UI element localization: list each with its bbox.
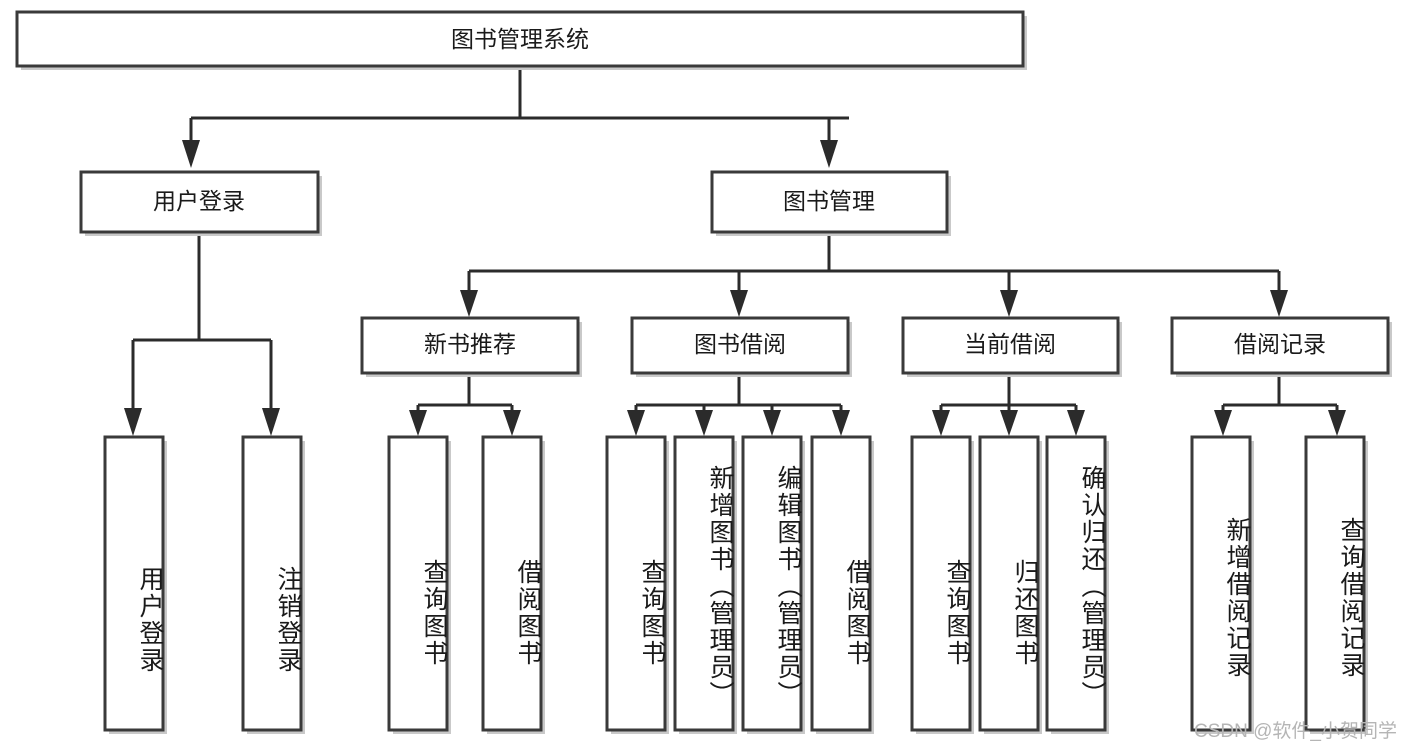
- node-new-book-recommend[interactable]: 新书推荐: [360, 316, 582, 377]
- node-leaf-add-book[interactable]: [673, 435, 737, 734]
- connector-bookborrow-to-leaves: [627, 373, 850, 436]
- node-user-login[interactable]: 用户登录: [79, 170, 322, 236]
- node-leaf-return-book[interactable]: [978, 435, 1042, 734]
- node-leaf-confirm-return[interactable]: [1045, 435, 1109, 734]
- node-root-label: 图书管理系统: [451, 26, 589, 52]
- node-leaf-user-logout[interactable]: [241, 435, 305, 734]
- node-book-management-label: 图书管理: [783, 188, 875, 214]
- connector-currentborrow-to-leaves: [932, 373, 1085, 436]
- node-book-management[interactable]: 图书管理: [710, 170, 951, 236]
- node-user-login-label: 用户登录: [153, 188, 245, 214]
- node-leaf-add-record[interactable]: [1190, 435, 1254, 734]
- connector-root-to-level2: [182, 66, 849, 168]
- connector-newbook-to-leaves: [409, 373, 521, 436]
- node-current-borrow-label: 当前借阅: [964, 331, 1056, 357]
- node-leaf-query-book-1[interactable]: [387, 435, 451, 734]
- node-leaf-query-book-2[interactable]: [605, 435, 669, 734]
- node-book-borrow-label: 图书借阅: [694, 331, 786, 357]
- node-book-borrow[interactable]: 图书借阅: [630, 316, 852, 377]
- node-new-book-recommend-label: 新书推荐: [424, 331, 516, 357]
- node-leaf-edit-book[interactable]: [741, 435, 805, 734]
- node-borrow-record[interactable]: 借阅记录: [1170, 316, 1392, 377]
- node-leaf-user-login[interactable]: [103, 435, 167, 734]
- node-leaf-borrow-book-2[interactable]: [810, 435, 874, 734]
- watermark-text: CSDN @软件_小贺同学: [1194, 721, 1397, 742]
- node-leaf-query-book-3[interactable]: [910, 435, 974, 734]
- node-root[interactable]: 图书管理系统: [15, 10, 1027, 70]
- node-leaf-borrow-book-1[interactable]: [481, 435, 545, 734]
- connector-borrowrecord-to-leaves: [1214, 373, 1346, 436]
- node-leaf-query-record[interactable]: [1304, 435, 1368, 734]
- connector-bookmgmt-to-level3: [460, 232, 1288, 317]
- leaf-boxes: [103, 435, 1368, 734]
- connector-userlogin-to-leaves: [124, 232, 280, 436]
- node-current-borrow[interactable]: 当前借阅: [901, 316, 1122, 377]
- node-borrow-record-label: 借阅记录: [1234, 331, 1326, 357]
